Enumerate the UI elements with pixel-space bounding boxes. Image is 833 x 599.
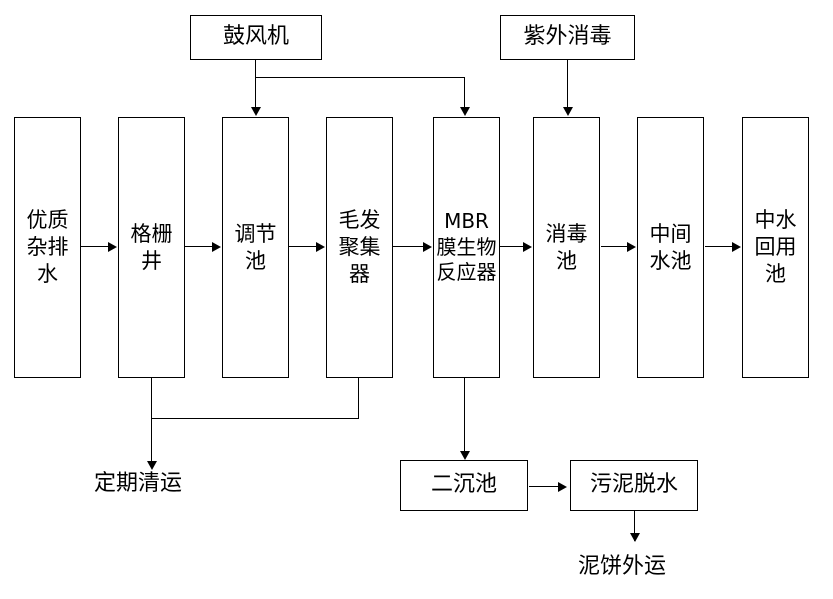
- connector-waste-to-haul: [151, 418, 152, 462]
- node-mbr-bioreactor-label: MBR膜生物反应器: [436, 209, 497, 285]
- node-hair-collector[interactable]: 毛发聚集器: [326, 117, 393, 378]
- connector-blower-to-mbr: [464, 77, 465, 108]
- node-intermediate-tank-label: 中间水池: [649, 221, 692, 273]
- arrow-grit-to-equal: [212, 242, 221, 252]
- node-uv-disinfection[interactable]: 紫外消毒: [500, 15, 635, 60]
- arrow-disinfect-to-mid: [627, 242, 636, 252]
- node-intermediate-tank[interactable]: 中间水池: [637, 117, 704, 378]
- node-secondary-clarifier-label: 二沉池: [430, 472, 497, 498]
- arrow-blower-to-equal-tank: [251, 107, 261, 116]
- node-blower-label: 鼓风机: [222, 24, 289, 50]
- node-sludge-dewatering-label: 污泥脱水: [589, 472, 678, 498]
- node-uv-disinfection-label: 紫外消毒: [523, 24, 612, 50]
- arrow-uv-to-disinfect: [563, 107, 573, 116]
- arrow-mbr-to-disinfect: [523, 242, 532, 252]
- node-hair-collector-label: 毛发聚集器: [338, 208, 381, 286]
- node-disinfection-tank[interactable]: 消毒池: [533, 117, 600, 378]
- arrow-raw-to-grit: [108, 242, 117, 252]
- connector-clarifier-to-dewater: [529, 486, 559, 487]
- node-sludge-dewatering[interactable]: 污泥脱水: [570, 460, 698, 511]
- arrow-mbr-to-clarifier: [460, 451, 470, 460]
- node-mbr-bioreactor[interactable]: MBR膜生物反应器: [433, 117, 500, 378]
- node-reclaimed-water-tank[interactable]: 中水回用池: [742, 117, 809, 378]
- connector-blower-stem: [255, 60, 256, 77]
- connector-blower-branch: [255, 77, 465, 78]
- arrow-blower-to-mbr: [460, 107, 470, 116]
- connector-dewater-to-cake: [634, 511, 635, 541]
- node-equalization-tank[interactable]: 调节池: [222, 117, 289, 378]
- node-grit-well[interactable]: 格栅井: [118, 117, 185, 378]
- connector-waste-manifold: [151, 418, 359, 419]
- node-reclaimed-water-tank-label: 中水回用池: [754, 208, 797, 286]
- arrow-equal-to-hair: [316, 242, 325, 252]
- node-equalization-tank-label: 调节池: [234, 221, 277, 273]
- arrow-dewater-to-cake-haul: [630, 533, 640, 542]
- label-periodic-haul: 定期清运: [94, 471, 183, 496]
- connector-grit-well-waste-drop: [151, 378, 152, 418]
- arrow-hair-to-mbr: [423, 242, 432, 252]
- node-disinfection-tank-label: 消毒池: [545, 221, 588, 273]
- node-blower[interactable]: 鼓风机: [190, 15, 322, 60]
- connector-equal-to-hair: [289, 246, 317, 247]
- node-grit-well-label: 格栅井: [130, 221, 173, 273]
- arrow-waste-to-periodic-haul: [147, 461, 157, 470]
- connector-disinfect-to-mid: [601, 246, 628, 247]
- connector-blower-to-equal-tank: [255, 77, 256, 108]
- connector-raw-to-grit: [81, 246, 109, 247]
- node-secondary-clarifier[interactable]: 二沉池: [400, 460, 528, 511]
- arrow-clarifier-to-dewater: [558, 482, 567, 492]
- node-raw-water[interactable]: 优质杂排水: [14, 117, 81, 378]
- label-cake-haul: 泥饼外运: [578, 554, 667, 579]
- connector-mid-to-reuse: [705, 246, 733, 247]
- connector-grit-to-equal: [185, 246, 213, 247]
- connector-mbr-to-disinfect: [500, 246, 524, 247]
- connector-mbr-to-clarifier: [464, 378, 465, 452]
- connector-uv-to-disinfect: [567, 60, 568, 108]
- arrow-mid-to-reuse: [732, 242, 741, 252]
- node-raw-water-label: 优质杂排水: [26, 208, 69, 286]
- connector-hair-collector-waste-drop: [358, 378, 359, 418]
- connector-hair-to-mbr: [393, 246, 424, 247]
